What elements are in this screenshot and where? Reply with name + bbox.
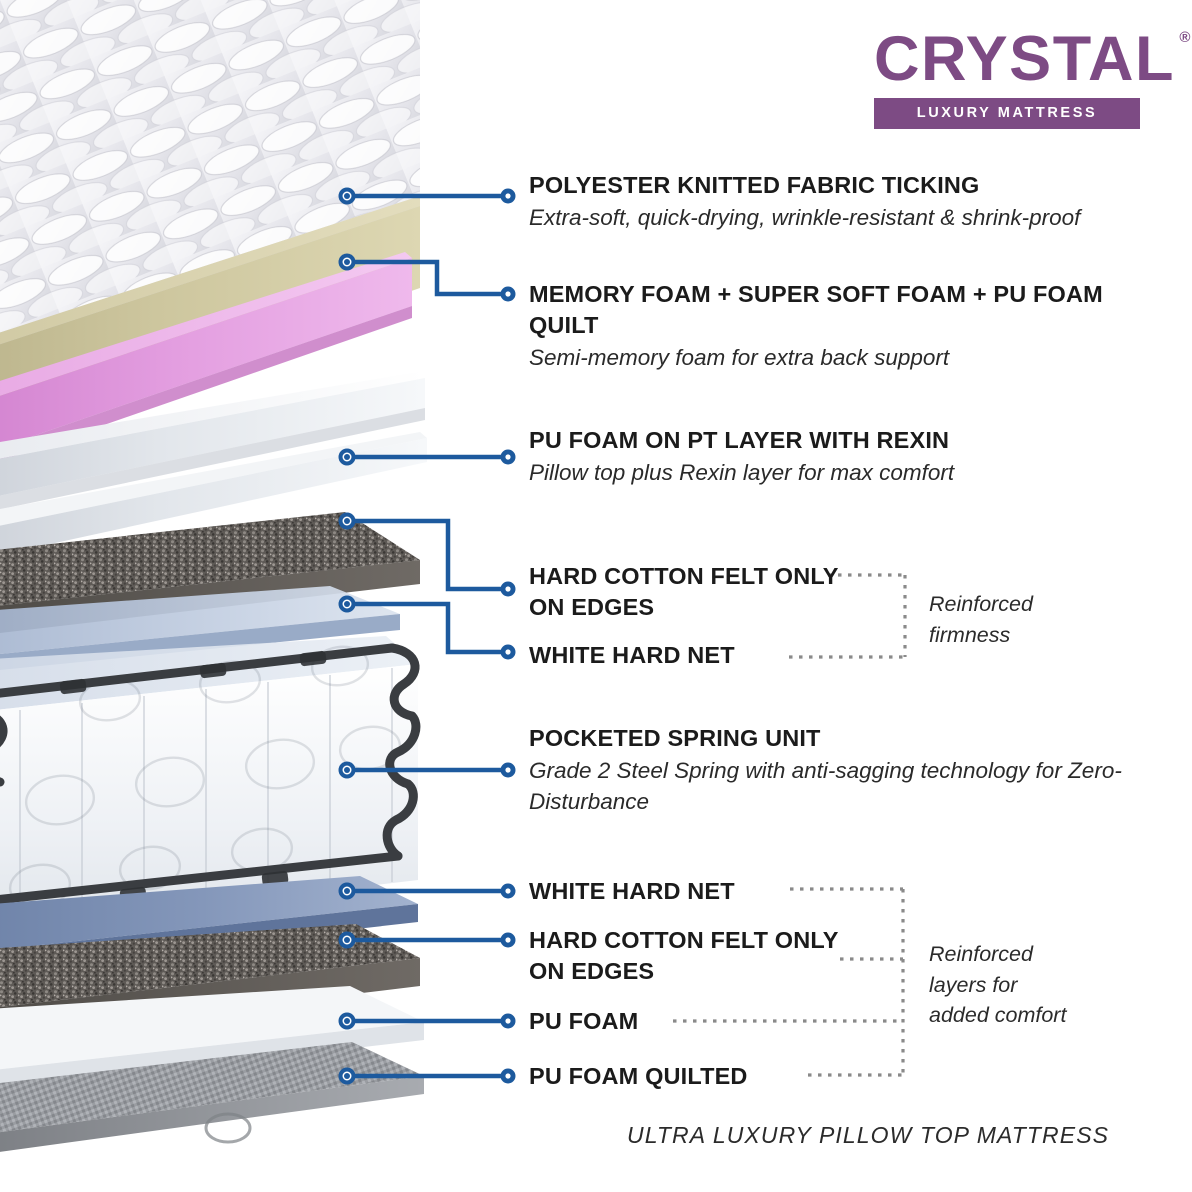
callout-title: PU FOAM ON PT LAYER WITH REXIN bbox=[529, 427, 950, 453]
callout-description: Pillow top plus Rexin layer for max comf… bbox=[529, 460, 955, 486]
bracket-note-line2: firmness bbox=[929, 622, 1011, 647]
callout-title: HARD COTTON FELT ONLY ON EDGES bbox=[529, 927, 839, 985]
callout-description: Semi-memory foam for extra back support bbox=[529, 345, 950, 371]
callout-memory-foam-super-soft-foam-pu-foam-quilt: MEMORY FOAM + SUPER SOFT FOAM + PU FOAM … bbox=[529, 279, 1129, 374]
callout-white-hard-net-bottom: WHITE HARD NET bbox=[529, 876, 849, 907]
callout-pu-foam: PU FOAM bbox=[529, 1006, 849, 1037]
callout-title: PU FOAM QUILTED bbox=[529, 1063, 748, 1089]
bracket-note-line3: added comfort bbox=[929, 1003, 1067, 1028]
layer-pu-foam-white-upper-b bbox=[0, 432, 427, 555]
callout-title: PU FOAM bbox=[529, 1008, 639, 1034]
layer-pocketed-spring-unit bbox=[0, 636, 421, 929]
bracket-note-reinforced-firmness: Reinforced firmness bbox=[929, 589, 1159, 650]
registered-trademark-icon: ® bbox=[1179, 29, 1192, 46]
brand-tagline: LUXURY MATTRESS bbox=[874, 98, 1140, 129]
bracket-note-line1: Reinforced bbox=[929, 592, 1033, 616]
layer-super-soft-foam-pink bbox=[0, 252, 412, 462]
callout-title: HARD COTTON FELT ONLY ON EDGES bbox=[529, 563, 839, 621]
callout-white-hard-net-top: WHITE HARD NET bbox=[529, 640, 849, 671]
callout-pocketed-spring-unit: POCKETED SPRING UNIT Grade 2 Steel Sprin… bbox=[529, 723, 1129, 817]
callout-description: Grade 2 Steel Spring with anti-sagging t… bbox=[529, 758, 1122, 814]
callout-title: WHITE HARD NET bbox=[529, 878, 735, 904]
brand-logo: CRYSTAL ® LUXURY MATTRESS bbox=[874, 28, 1191, 129]
bracket-note-reinforced-layers-added-comfort: Reinforced layers for added comfort bbox=[929, 939, 1159, 1031]
footer-caption: ULTRA LUXURY PILLOW TOP MATTRESS bbox=[627, 1122, 1110, 1148]
callout-pu-foam-on-pt-layer-with-rexin: PU FOAM ON PT LAYER WITH REXIN Pillow to… bbox=[529, 425, 1129, 489]
callout-hard-cotton-felt-only-on-edges-bottom: HARD COTTON FELT ONLY ON EDGES bbox=[529, 925, 849, 987]
callout-description: Extra-soft, quick-drying, wrinkle-resist… bbox=[529, 205, 1081, 231]
callout-pu-foam-quilted: PU FOAM QUILTED bbox=[529, 1061, 849, 1092]
layer-pu-foam-white-upper bbox=[0, 372, 425, 510]
callout-title: POCKETED SPRING UNIT bbox=[529, 725, 821, 751]
mattress-cutaway-illustration bbox=[0, 0, 427, 1152]
callout-title: WHITE HARD NET bbox=[529, 642, 735, 668]
callout-polyester-knitted-fabric-ticking: POLYESTER KNITTED FABRIC TICKING Extra-s… bbox=[529, 170, 1129, 234]
callout-hard-cotton-felt-only-on-edges-top: HARD COTTON FELT ONLY ON EDGES bbox=[529, 561, 849, 623]
bracket-note-line1: Reinforced bbox=[929, 942, 1033, 966]
brand-name-text: CRYSTAL bbox=[874, 24, 1175, 94]
callout-title: POLYESTER KNITTED FABRIC TICKING bbox=[529, 172, 980, 198]
brand-name: CRYSTAL ® bbox=[874, 28, 1191, 91]
bracket-note-line2: layers for bbox=[929, 972, 1018, 997]
layer-pu-foam-quilted-base bbox=[0, 1042, 424, 1152]
callout-title: MEMORY FOAM + SUPER SOFT FOAM + PU FOAM … bbox=[529, 281, 1103, 339]
